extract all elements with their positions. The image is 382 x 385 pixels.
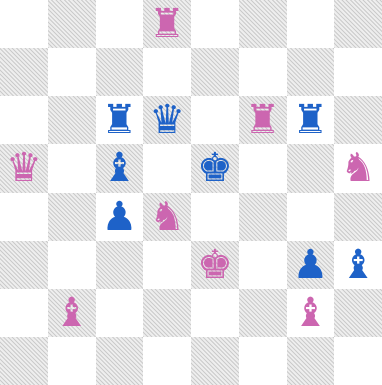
square-f8[interactable] — [239, 0, 287, 48]
square-b3[interactable] — [48, 241, 96, 289]
square-d1[interactable] — [143, 337, 191, 385]
blue-rook-g6[interactable]: ♜ — [287, 96, 335, 144]
pink-bishop-b2[interactable]: ♝ — [48, 289, 96, 337]
square-a7[interactable] — [0, 48, 48, 96]
square-c8[interactable] — [96, 0, 144, 48]
blue-queen-d6[interactable]: ♛ — [143, 96, 191, 144]
square-f3[interactable] — [239, 241, 287, 289]
square-a2[interactable] — [0, 289, 48, 337]
square-b6[interactable] — [48, 96, 96, 144]
pink-bishop-g2[interactable]: ♝ — [287, 289, 335, 337]
square-e4[interactable] — [191, 193, 239, 241]
pink-rook-f6[interactable]: ♜ — [239, 96, 287, 144]
blue-rook-c6[interactable]: ♜ — [96, 96, 144, 144]
square-b1[interactable] — [48, 337, 96, 385]
square-a3[interactable] — [0, 241, 48, 289]
square-g8[interactable] — [287, 0, 335, 48]
pink-king-e3[interactable]: ♚ — [191, 241, 239, 289]
square-g1[interactable] — [287, 337, 335, 385]
square-f7[interactable] — [239, 48, 287, 96]
square-b4[interactable] — [48, 193, 96, 241]
pink-queen-a5[interactable]: ♛ — [0, 144, 48, 192]
square-h4[interactable] — [334, 193, 382, 241]
square-g4[interactable] — [287, 193, 335, 241]
square-h6[interactable] — [334, 96, 382, 144]
square-h2[interactable] — [334, 289, 382, 337]
square-e7[interactable] — [191, 48, 239, 96]
pink-rook-d8[interactable]: ♜ — [143, 0, 191, 48]
square-g5[interactable] — [287, 144, 335, 192]
square-f4[interactable] — [239, 193, 287, 241]
square-c3[interactable] — [96, 241, 144, 289]
blue-king-e5[interactable]: ♚ — [191, 144, 239, 192]
square-h7[interactable] — [334, 48, 382, 96]
square-b5[interactable] — [48, 144, 96, 192]
square-a6[interactable] — [0, 96, 48, 144]
square-c2[interactable] — [96, 289, 144, 337]
square-f2[interactable] — [239, 289, 287, 337]
square-e1[interactable] — [191, 337, 239, 385]
square-b7[interactable] — [48, 48, 96, 96]
square-f1[interactable] — [239, 337, 287, 385]
square-d5[interactable] — [143, 144, 191, 192]
square-b8[interactable] — [48, 0, 96, 48]
square-f5[interactable] — [239, 144, 287, 192]
blue-bishop-c5[interactable]: ♝ — [96, 144, 144, 192]
square-d2[interactable] — [143, 289, 191, 337]
square-a4[interactable] — [0, 193, 48, 241]
pink-knight-d4[interactable]: ♞ — [143, 193, 191, 241]
square-e2[interactable] — [191, 289, 239, 337]
square-e8[interactable] — [191, 0, 239, 48]
square-h8[interactable] — [334, 0, 382, 48]
square-a8[interactable] — [0, 0, 48, 48]
square-e6[interactable] — [191, 96, 239, 144]
square-c1[interactable] — [96, 337, 144, 385]
blue-pawn-c4[interactable]: ♟ — [96, 193, 144, 241]
square-h1[interactable] — [334, 337, 382, 385]
square-c7[interactable] — [96, 48, 144, 96]
square-d3[interactable] — [143, 241, 191, 289]
square-a1[interactable] — [0, 337, 48, 385]
square-d7[interactable] — [143, 48, 191, 96]
blue-bishop-h3[interactable]: ♝ — [334, 241, 382, 289]
blue-pawn-g3[interactable]: ♟ — [287, 241, 335, 289]
square-g7[interactable] — [287, 48, 335, 96]
pink-knight-h5[interactable]: ♞ — [334, 144, 382, 192]
